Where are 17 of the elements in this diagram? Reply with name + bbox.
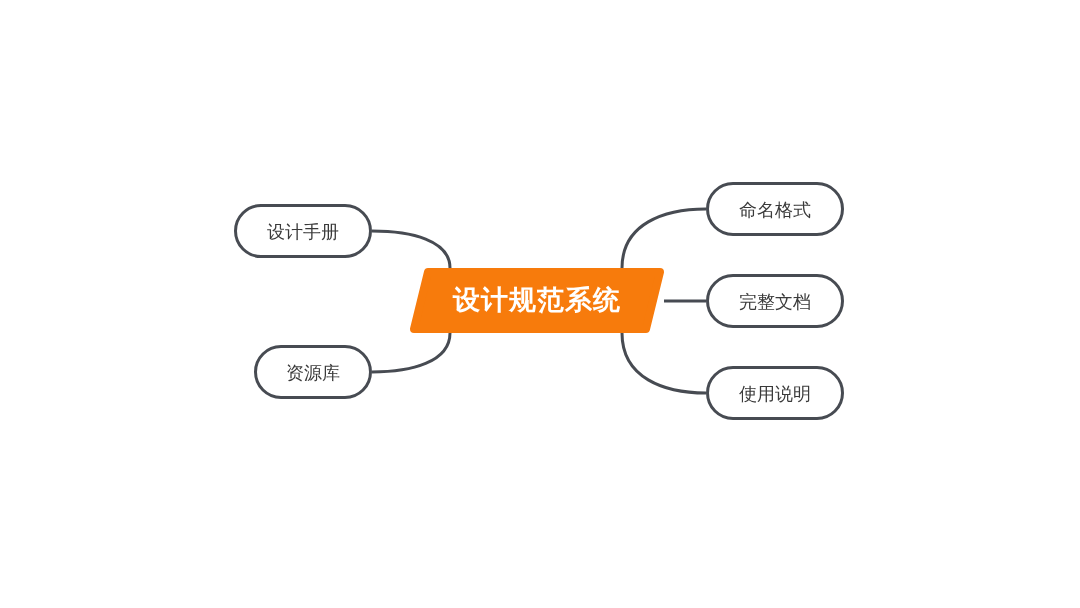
subtopic-pill <box>706 274 844 328</box>
subtopic-pill <box>254 345 372 399</box>
subtopic-pill <box>706 182 844 236</box>
connector-line <box>664 299 706 303</box>
central-topic <box>410 268 664 333</box>
subtopic-label: 完整文档 <box>739 289 811 314</box>
subtopic-label: 命名格式 <box>739 197 811 222</box>
subtopic-label: 资源库 <box>286 360 340 385</box>
subtopic-pill <box>706 366 844 420</box>
subtopic-label: 使用说明 <box>739 381 811 406</box>
connector-line <box>620 332 707 395</box>
subtopic-label: 设计手册 <box>267 219 339 244</box>
connector-line <box>371 332 452 374</box>
subtopic-pill <box>234 204 372 258</box>
topic-label: 设计规范系统 <box>453 283 621 318</box>
connector-line <box>620 207 707 269</box>
connector-line <box>371 229 452 269</box>
